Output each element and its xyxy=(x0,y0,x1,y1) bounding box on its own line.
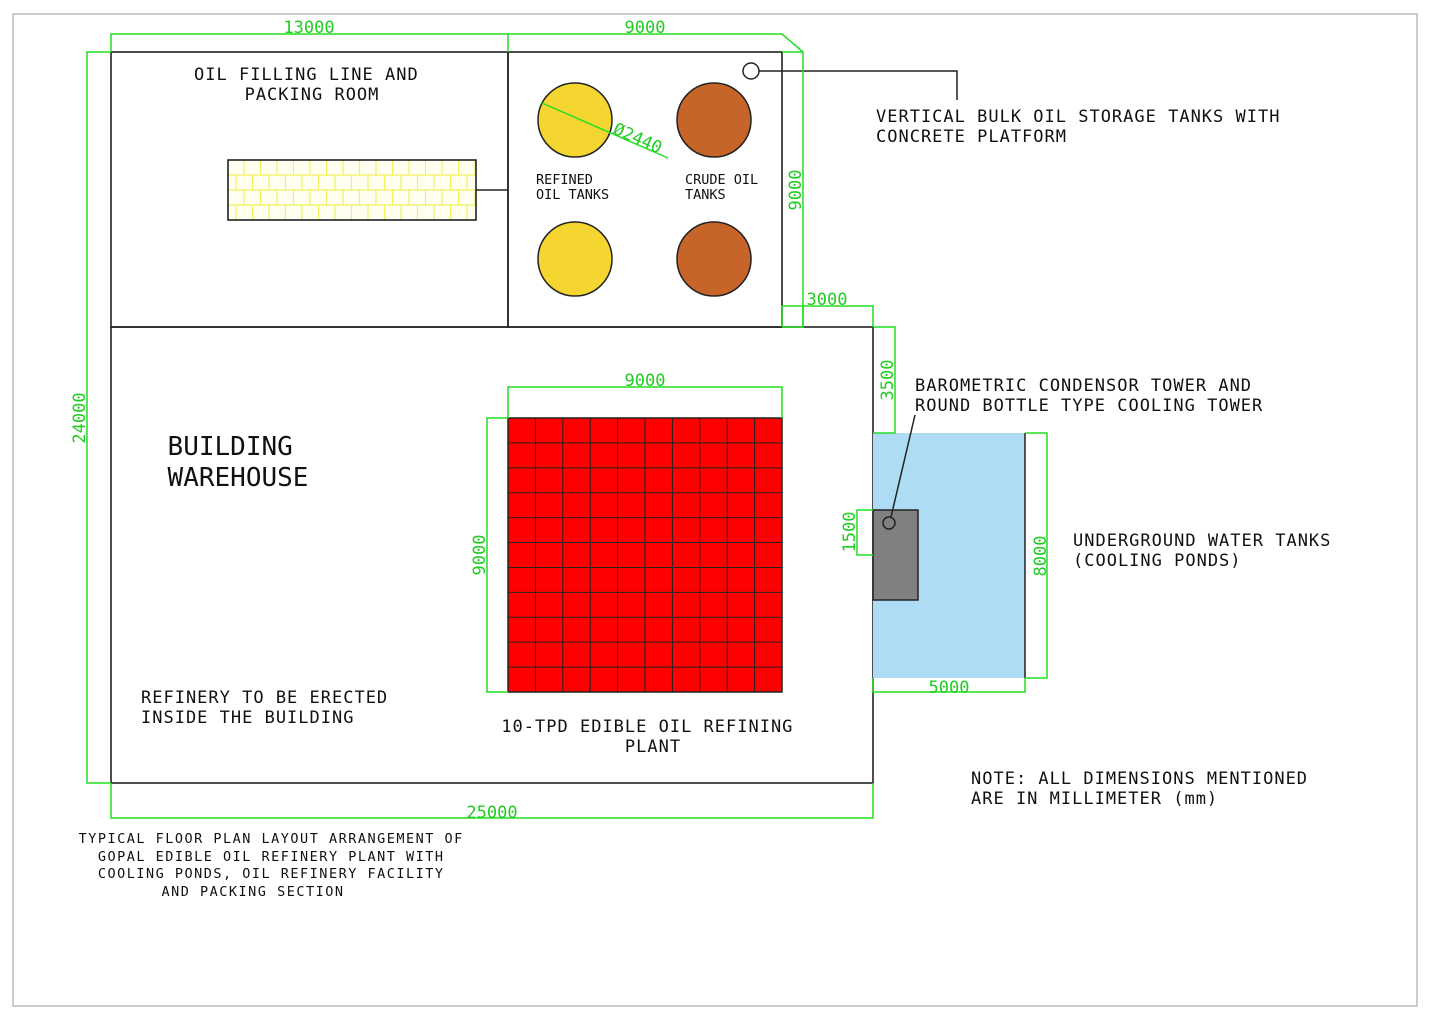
tank-diameter-line xyxy=(541,102,669,159)
dim-top-right: 9000 xyxy=(625,18,666,38)
drawing-caption: TYPICAL FLOOR PLAN LAYOUT ARRANGEMENT OF… xyxy=(79,831,474,900)
dim-plant-width: 9000 xyxy=(625,371,666,391)
water-tanks-callout: UNDERGROUND WATER TANKS (COOLING PONDS) xyxy=(1073,531,1343,571)
dim-pond-height: 8000 xyxy=(1031,536,1051,577)
leader-line xyxy=(890,414,916,518)
refining-plant-grid xyxy=(507,417,783,693)
drawing-frame xyxy=(12,13,1418,1007)
packing-room-label: OIL FILLING LINE AND PACKING ROOM xyxy=(194,65,430,105)
tank-diameter-label: Ø2440 xyxy=(610,119,665,158)
crude-oil-tank xyxy=(676,221,752,297)
dim-side-gap: 3500 xyxy=(878,360,898,401)
refined-tanks-label: REFINED OIL TANKS xyxy=(536,172,609,203)
refined-oil-tank xyxy=(537,82,613,158)
dim-top-left: 13000 xyxy=(283,18,334,38)
dim-tank-height: 9000 xyxy=(786,170,806,211)
dim-total-width: 25000 xyxy=(466,803,517,823)
units-note: NOTE: ALL DIMENSIONS MENTIONED ARE IN MI… xyxy=(971,769,1319,809)
leader-line xyxy=(759,70,958,100)
dimension-lines xyxy=(86,33,1048,819)
cooling-tower xyxy=(872,509,919,601)
dim-total-height: 24000 xyxy=(70,392,90,443)
warehouse-label: BUILDING WAREHOUSE xyxy=(168,432,309,493)
dim-tower: 1500 xyxy=(840,512,860,553)
condenser-callout: BAROMETRIC CONDENSOR TOWER AND ROUND BOT… xyxy=(915,376,1263,416)
plant-label: 10-TPD EDIBLE OIL REFINING PLANT xyxy=(501,717,804,757)
refined-oil-tank xyxy=(537,221,613,297)
filling-line-conveyor xyxy=(227,159,508,221)
dim-pond-width: 5000 xyxy=(929,678,970,698)
vertical-tanks-callout: VERTICAL BULK OIL STORAGE TANKS WITH CON… xyxy=(876,107,1292,147)
crude-tanks-label: CRUDE OIL TANKS xyxy=(685,172,766,203)
vertical-tank-marker xyxy=(742,62,760,80)
condenser-marker xyxy=(882,516,896,530)
dim-plant-height: 9000 xyxy=(470,535,490,576)
refinery-note: REFINERY TO BE ERECTED INSIDE THE BUILDI… xyxy=(141,688,399,728)
dim-gap: 3000 xyxy=(807,290,848,310)
crude-oil-tank xyxy=(676,82,752,158)
